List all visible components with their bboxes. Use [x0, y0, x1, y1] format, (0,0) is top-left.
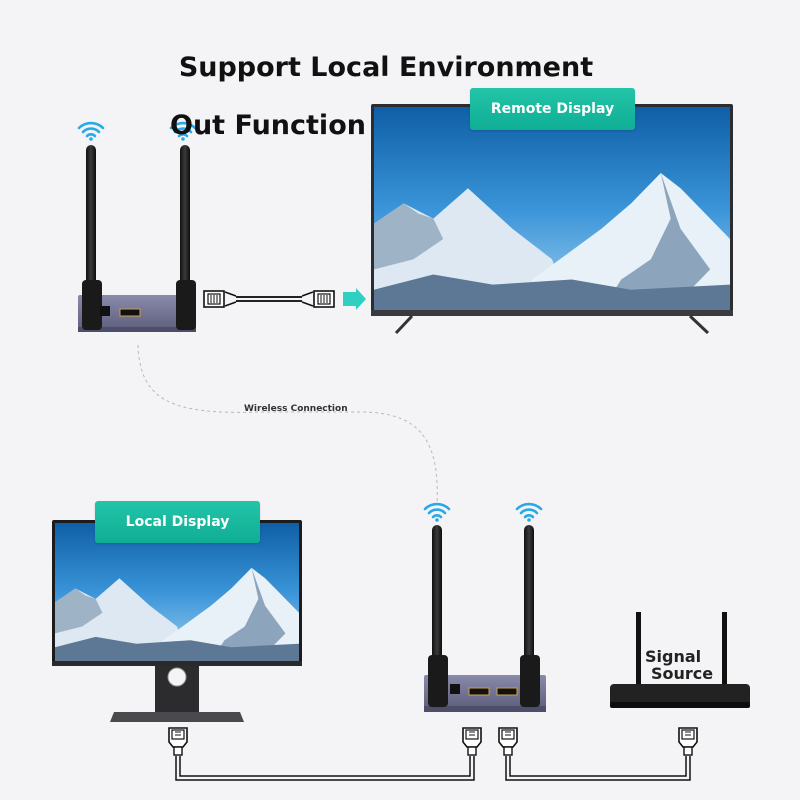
signal-source-label: Signal Source — [645, 648, 713, 682]
hdmi-cables-bottom — [168, 727, 698, 781]
hdmi-connector-icon — [678, 727, 698, 756]
hdmi-connector-icon — [203, 290, 225, 308]
hdmi-cable-top — [203, 288, 366, 310]
wifi-icon — [515, 502, 543, 524]
page-title: Support Local Environment Out Function — [160, 24, 593, 169]
hdmi-connector-icon — [498, 727, 518, 756]
wireless-connection-path — [137, 344, 438, 506]
signal-source-line-1: Signal — [645, 647, 702, 666]
wifi-icon — [77, 121, 105, 143]
title-line-2: Out Function — [170, 110, 366, 141]
remote-display-tag: Remote Display — [470, 88, 635, 130]
receiver-device-top — [77, 121, 197, 332]
signal-source-device — [610, 612, 750, 708]
hdmi-connector-icon — [462, 727, 482, 756]
local-display-tag: Local Display — [95, 501, 260, 543]
local-monitor — [52, 520, 302, 722]
hdmi-connector-icon — [313, 290, 335, 308]
wireless-connection-label: Wireless Connection — [244, 404, 348, 414]
signal-source-line-2: Source — [651, 664, 714, 683]
arrow-right-icon — [343, 288, 366, 310]
hdmi-connector-icon — [168, 727, 188, 756]
wifi-icon — [423, 502, 451, 524]
transmitter-device-bottom — [423, 502, 546, 712]
remote-tv — [371, 104, 733, 335]
title-line-1: Support Local Environment — [178, 52, 594, 83]
